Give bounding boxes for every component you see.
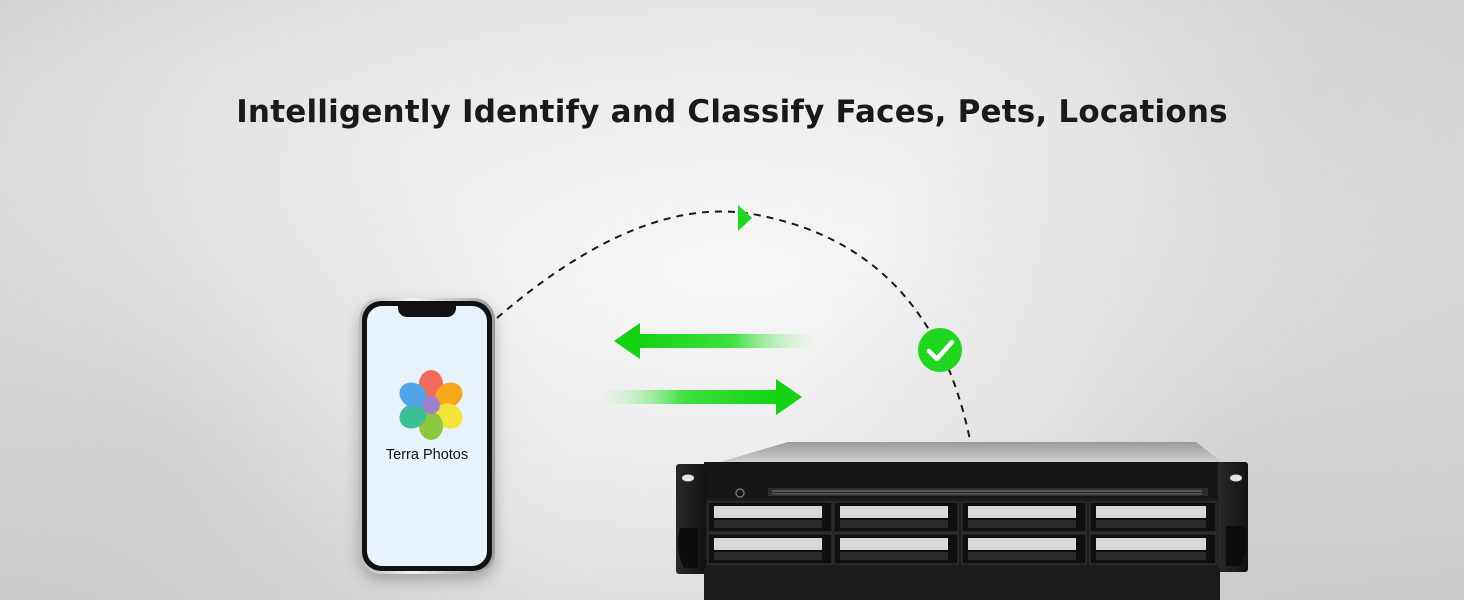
dashed-arc-arrow-icon xyxy=(496,210,971,441)
app-label[interactable]: Terra Photos xyxy=(385,447,469,463)
checkmark-circle-icon xyxy=(918,328,962,372)
terra-photos-flower-icon[interactable] xyxy=(394,368,468,442)
headline: Intelligently Identify and Classify Face… xyxy=(236,94,1228,130)
phone-screen: Terra Photos xyxy=(367,306,487,566)
right-arrow-icon xyxy=(604,379,802,415)
arc-arrowhead-icon xyxy=(738,205,752,231)
drive-bays xyxy=(707,501,1217,565)
smartphone: Terra Photos xyxy=(359,298,495,574)
left-arrow-icon xyxy=(614,323,812,359)
phone-notch xyxy=(398,306,456,317)
nas-server-icon xyxy=(676,442,1248,600)
